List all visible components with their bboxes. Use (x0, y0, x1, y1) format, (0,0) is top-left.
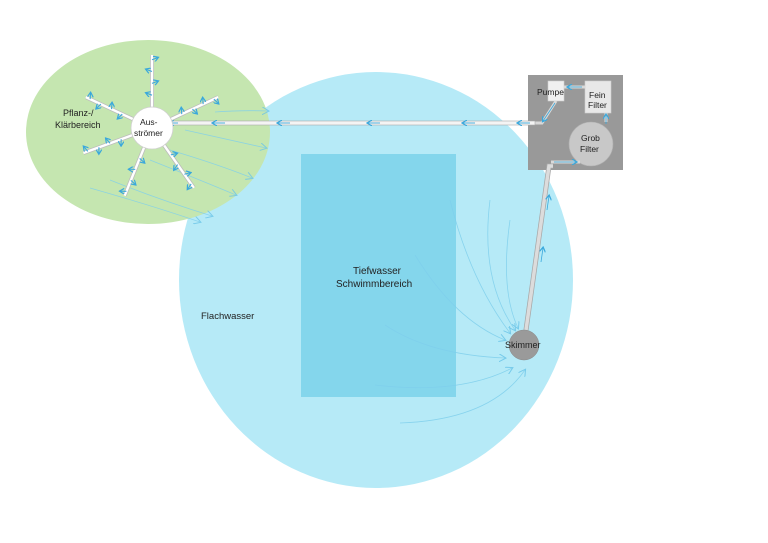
nozzle-arrow (214, 99, 218, 103)
flow-arrow (399, 370, 525, 424)
nozzle-arrow (170, 153, 177, 154)
spoke-pipe-inner (163, 144, 195, 189)
spoke-pipe-inner (82, 134, 133, 155)
outlet-label-2: strömer (134, 128, 163, 138)
shallow-water-label: Flachwasser (201, 311, 254, 322)
flow-arrow (487, 199, 515, 330)
flow-arrow (547, 196, 549, 211)
flow-arrow (541, 248, 543, 263)
flow-arrow (374, 368, 512, 389)
flow-arrow (449, 199, 510, 333)
deep-water-zone (301, 154, 456, 397)
skimmer-pipe (523, 163, 553, 331)
nozzle-arrow (131, 180, 135, 184)
spoke-pipe-inner (85, 96, 134, 121)
nozzle-arrow (118, 114, 122, 118)
flow-arrow (506, 219, 518, 328)
coarse-filter-label-1: Grob (581, 133, 600, 143)
flow-arrow (89, 187, 200, 222)
outlet-label-1: Aus- (140, 117, 158, 127)
pipe (524, 164, 553, 331)
flow-arrow (414, 254, 505, 340)
fine-filter-label-2: Filter (588, 100, 607, 110)
nozzle-arrow (174, 164, 177, 170)
pump-label: Pumpe (537, 87, 564, 97)
flow-arrow (169, 149, 252, 178)
flow-arrow (214, 111, 268, 112)
nozzle-arrow (192, 109, 196, 113)
deep-water-label-1: Tiefwasser (353, 266, 402, 277)
skimmer-label: Skimmer (505, 340, 541, 350)
skimmer[interactable] (508, 329, 540, 361)
return-pipe (170, 121, 536, 125)
coarse-filter[interactable] (568, 121, 614, 167)
flow-arrow (543, 102, 556, 121)
filter-internal-pipes (535, 87, 606, 162)
spoke-pipe-inner (123, 147, 146, 197)
deep-water-label-2: Schwimmbereich (336, 279, 412, 290)
outlet[interactable] (130, 106, 174, 150)
plant-zone-label-2: Klärbereich (55, 120, 101, 130)
spoke-pipe-inner (170, 96, 219, 121)
plant-zone-label-1: Pflanz-/ (63, 108, 94, 118)
inflow-arrows (374, 199, 525, 424)
nozzle-arrow (151, 58, 158, 60)
nozzle-arrow (140, 158, 144, 162)
flow-arrow (384, 324, 505, 358)
nozzle-arrow (84, 147, 88, 152)
coarse-filter-label-2: Filter (580, 144, 599, 154)
flow-arrow (184, 129, 266, 148)
nozzle-arrow (106, 139, 110, 144)
outflow-arrows (89, 111, 268, 222)
nozzle-arrow (97, 104, 101, 108)
fine-filter-label-1: Fein (589, 90, 606, 100)
nozzle-arrow (146, 93, 153, 95)
outlet-spokes (82, 55, 219, 197)
fine-filter[interactable] (584, 80, 612, 114)
nozzle-arrow (188, 183, 191, 189)
nozzle-arrow (146, 69, 153, 71)
flow-arrow (149, 159, 236, 195)
nozzle-arrow (151, 81, 158, 83)
flow-arrow (109, 179, 212, 216)
nozzle-arrow (184, 173, 190, 174)
